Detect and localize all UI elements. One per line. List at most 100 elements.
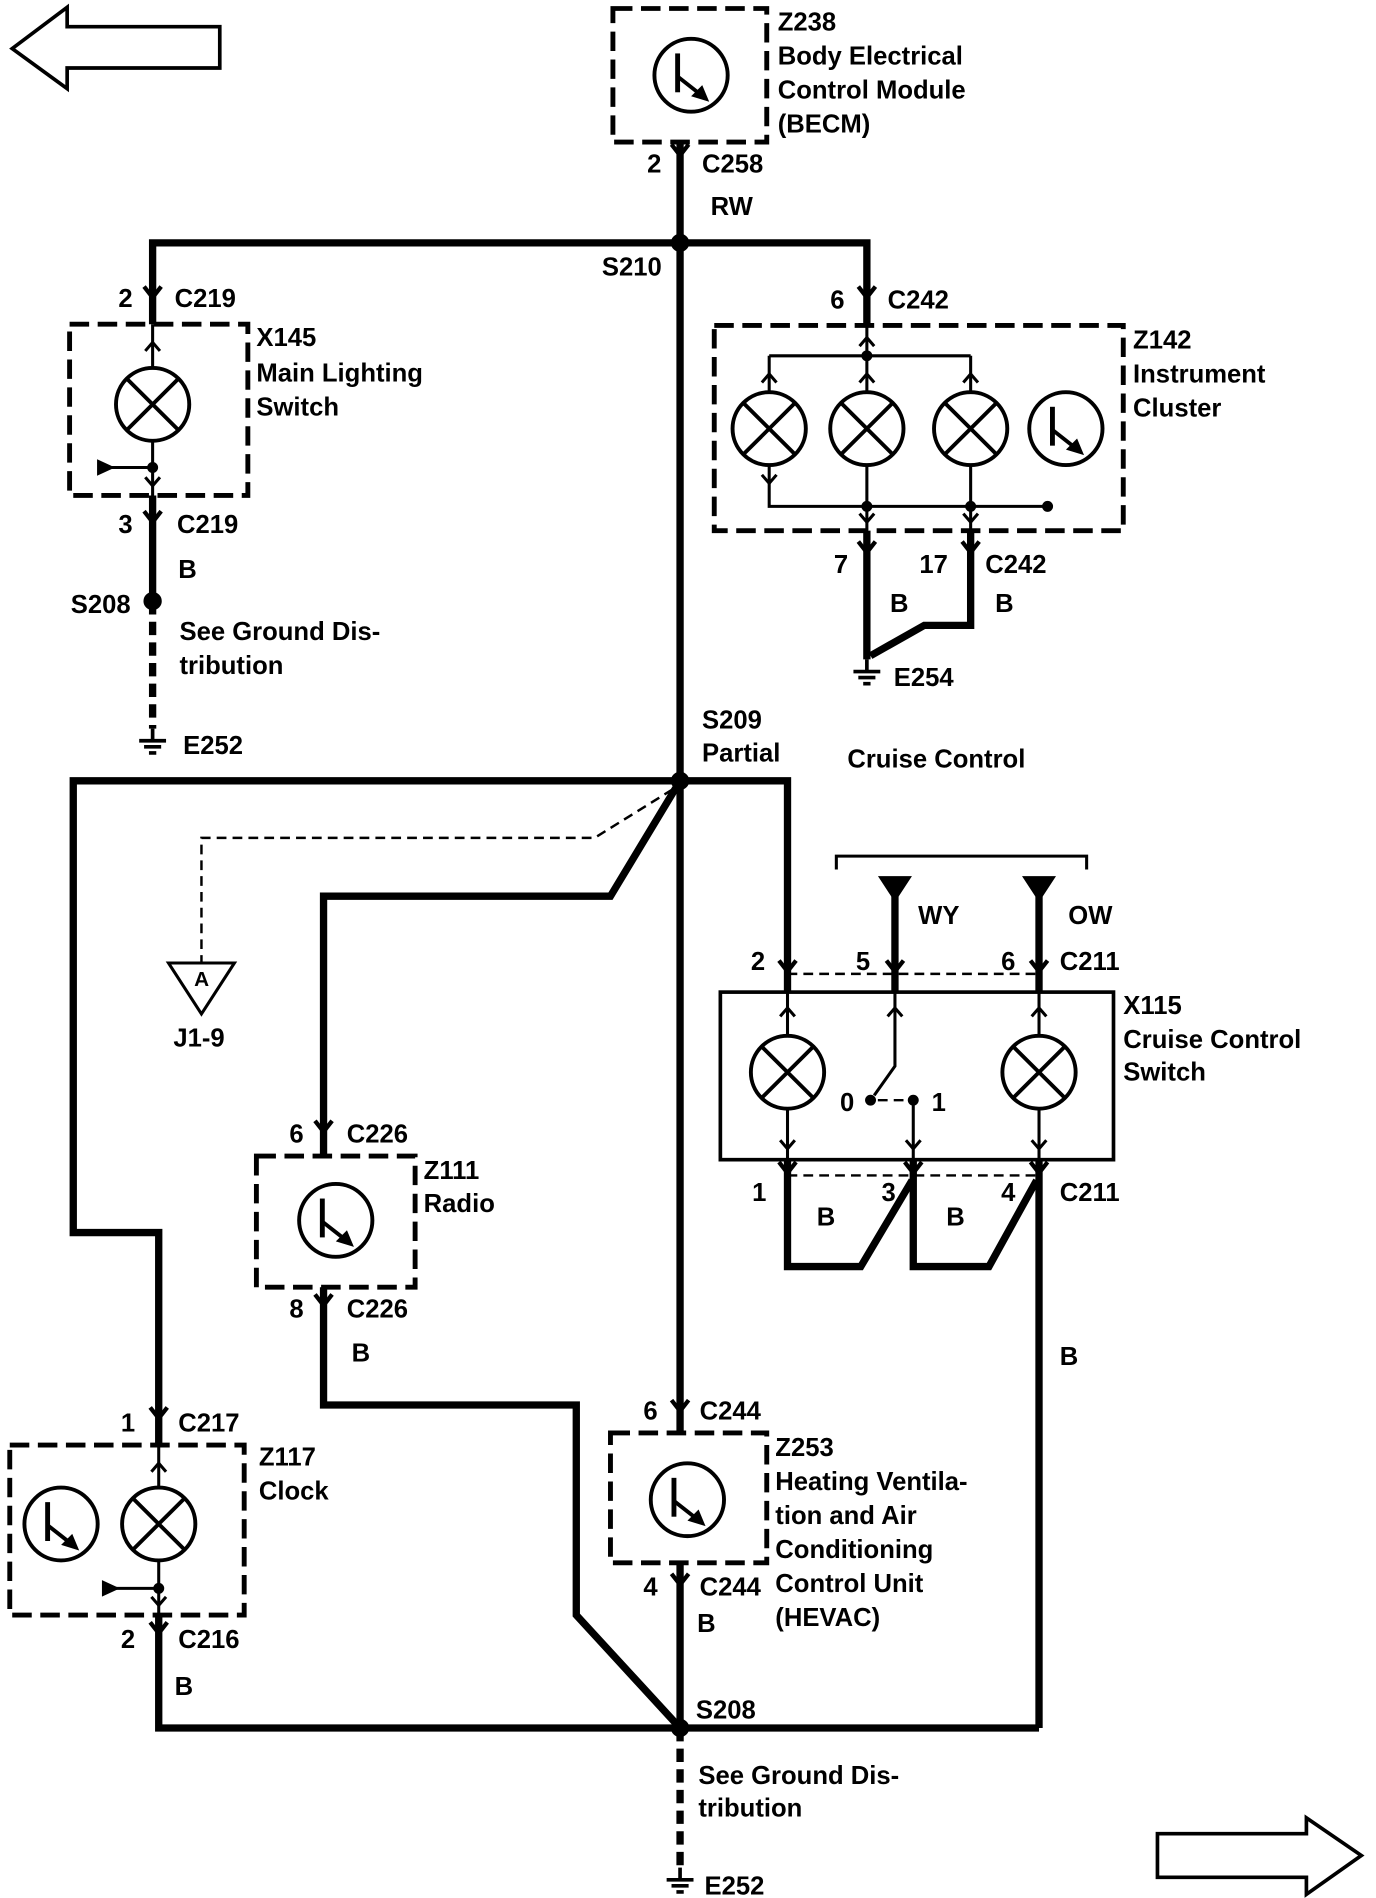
wire-color-radio-ground: B [352, 1339, 371, 1367]
hevac-module-icon-circle [648, 1461, 726, 1539]
cruise-control-switch-box [718, 990, 1116, 1162]
clock-lamp-icon-circle [120, 1485, 198, 1563]
x145-id: X145 [256, 324, 316, 352]
splice-s210: S210 [602, 254, 662, 282]
wire-s209-bus [69, 777, 792, 1446]
cluster-lamp-3-icon-circle [932, 390, 1010, 468]
cluster-name-line-1: Instrument [1133, 361, 1266, 389]
wire-radio-ground [319, 1287, 683, 1731]
junction-dot-5 [153, 1582, 165, 1594]
c242-bottom-pin-7: 7 [834, 551, 848, 579]
c217-terminal [148, 1406, 169, 1429]
cluster-lamp-1-icon-circle [730, 390, 808, 468]
wire-color-ow: OW [1068, 902, 1113, 930]
ground-e252-lower-icon [666, 1867, 694, 1894]
c211-pin5-terminal [884, 959, 906, 982]
splice-s209-note: Partial [702, 739, 780, 767]
c217-pin: 1 [121, 1410, 135, 1438]
wire-c211-pin3 [909, 1159, 1040, 1271]
pin-caret-up-1 [858, 335, 876, 348]
c242-top-name: C242 [888, 286, 949, 314]
main-lighting-switch-box [67, 321, 251, 498]
junction-dot-2 [861, 500, 873, 512]
junction-dot-0 [147, 462, 159, 473]
wire-j1-9-reference [200, 788, 674, 963]
arrow-right-icon [1155, 1814, 1365, 1898]
c242-bottom-name: C242 [985, 551, 1046, 579]
cluster-lamp-1-icon [730, 390, 808, 468]
cluster-module-icon-arrowhead [1065, 438, 1085, 456]
becm-name-line-2: Control Module [778, 76, 966, 104]
c244-top-pin: 6 [643, 1398, 657, 1426]
wire-color-c211-pin1: B [817, 1203, 836, 1231]
ground-note-upper-line-2: tribution [179, 652, 283, 680]
hevac-module-icon-arrowhead [687, 1509, 706, 1527]
off-page-ref-symbol: A [194, 968, 209, 991]
wire-color-c242-pin7: B [890, 590, 909, 618]
c258-pin: 2 [647, 150, 661, 178]
c258-terminal [669, 143, 691, 166]
c211-pin4-terminal [1028, 1160, 1050, 1183]
hevac-module-icon [648, 1461, 726, 1539]
junction-dot-1 [861, 350, 873, 362]
c211-top-pin-2: 2 [751, 948, 765, 976]
x115-lamp-left-icon-cross [760, 1045, 815, 1100]
junction-dot-6 [865, 1094, 877, 1106]
becm-module-icon-arrowhead [691, 85, 710, 102]
clock-lamp-icon [120, 1485, 198, 1563]
clock-module-icon [22, 1485, 100, 1563]
hevac-box [608, 1430, 770, 1566]
wire-c242-pin17 [868, 530, 975, 659]
pin-caret-down-2 [858, 512, 876, 525]
pin-caret-down-7 [150, 1595, 168, 1608]
pin-caret-up-4 [962, 371, 980, 384]
radio-name: Radio [424, 1190, 495, 1218]
splice-s208-upper-dot [143, 591, 162, 611]
clock-id: Z117 [259, 1444, 316, 1472]
c216-pin: 2 [121, 1626, 135, 1654]
arrow-left-icon [9, 3, 222, 93]
wire-radio-feed [319, 778, 684, 1157]
clock-dimmer-arrow-icon [101, 1580, 120, 1597]
splice-s209: S209 [702, 707, 762, 735]
wire-ow-terminal [1022, 876, 1057, 903]
becm-name-line-1: Body Electrical [778, 42, 963, 70]
pin-caret-down-0 [144, 476, 162, 489]
c244-bottom-pin: 4 [643, 1574, 658, 1602]
x145-lamp-icon-cross [125, 377, 180, 432]
clock-lamp-icon-cross [131, 1497, 186, 1551]
ground-e252-lower: E252 [704, 1872, 764, 1898]
cluster-module-icon [1027, 390, 1105, 468]
pin-caret-up-7 [1030, 1005, 1048, 1018]
labels: Z238 Body Electrical Control Module (BEC… [71, 8, 1301, 1898]
c211-bottom-pin-3: 3 [882, 1179, 896, 1207]
c211-top-pin-5: 5 [856, 948, 870, 976]
x115-name-line-2: Switch [1123, 1059, 1206, 1087]
pin-caret-up-6 [886, 1005, 904, 1018]
cluster-module-icon-circle [1027, 390, 1105, 468]
c226-bottom-pin: 8 [289, 1296, 303, 1324]
x145-dimmer-arrow-icon [97, 459, 116, 476]
pin-caret-down-1 [760, 473, 778, 486]
pin-caret-down-4 [779, 1139, 796, 1152]
hevac-name-line-1: Heating Ventila- [775, 1468, 967, 1496]
splice-s208-upper: S208 [71, 591, 131, 619]
x115-switch-position-0: 0 [840, 1089, 854, 1117]
c219-bottom-name: C219 [177, 511, 238, 539]
c211-pin3-terminal [903, 1160, 924, 1183]
c242-pin17-terminal [960, 540, 981, 563]
c219-bottom-terminal [142, 509, 163, 532]
off-page-ref-location: J1-9 [173, 1025, 224, 1053]
cruise-control-label: Cruise Control [847, 746, 1025, 774]
c219-top-name: C219 [175, 285, 236, 313]
hevac-name-line-5: (HEVAC) [775, 1604, 880, 1632]
x115-switch-position-1: 1 [932, 1089, 946, 1117]
clock-box [7, 1442, 247, 1618]
pin-caret-down-5 [904, 1139, 922, 1152]
c219-top-pin: 2 [118, 285, 132, 313]
becm-id: Z238 [778, 8, 836, 36]
pin-caret-up-0 [144, 340, 162, 352]
clock-module-icon-arrowhead [61, 1533, 80, 1551]
pin-caret-up-3 [858, 371, 876, 384]
cluster-lamp-3-icon-cross [943, 401, 998, 456]
